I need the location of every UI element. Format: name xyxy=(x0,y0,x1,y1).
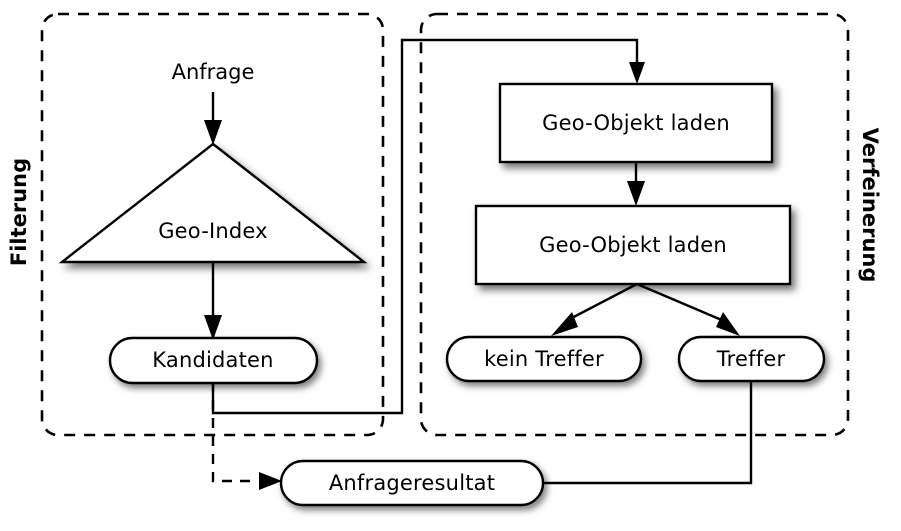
arrowhead-icon xyxy=(716,312,740,336)
node-geo-index[interactable]: Geo-Index xyxy=(58,142,368,264)
arrowhead-icon xyxy=(551,312,578,336)
group-verfeinerung: Verfeinerung xyxy=(419,12,882,437)
node-kein-treffer-shape[interactable] xyxy=(445,335,643,383)
edge-geo-objekt-laden-1-to-2 xyxy=(627,162,645,206)
node-anfrage: Anfrage xyxy=(172,60,255,84)
node-anfrage-label: Anfrage xyxy=(172,60,255,84)
node-geo-index-shape[interactable] xyxy=(58,142,368,264)
node-treffer-shape[interactable] xyxy=(677,335,826,383)
arrowhead-icon xyxy=(204,120,222,145)
node-treffer-label: Treffer xyxy=(716,347,786,371)
group-verfeinerung-border xyxy=(419,12,850,437)
arrowhead-icon xyxy=(259,472,282,490)
node-geo-objekt-laden-2-shape[interactable] xyxy=(474,204,792,286)
node-kandidaten-shape[interactable] xyxy=(108,336,319,385)
edge-geo-objekt-laden-2-to-treffer xyxy=(636,282,740,336)
arrowhead-icon xyxy=(627,181,645,206)
node-treffer[interactable]: Treffer xyxy=(677,335,826,383)
node-anfrageresultat[interactable]: Anfrageresultat xyxy=(279,459,545,507)
node-geo-index-label: Geo-Index xyxy=(158,219,268,243)
node-geo-objekt-laden-1-shape[interactable] xyxy=(498,82,774,164)
node-anfrageresultat-label: Anfrageresultat xyxy=(329,471,495,495)
node-geo-objekt-laden-2-label: Geo-Objekt laden xyxy=(539,233,727,257)
group-verfeinerung-label: Verfeinerung xyxy=(858,128,882,283)
edge-path xyxy=(565,282,638,323)
node-geo-objekt-laden-2[interactable]: Geo-Objekt laden xyxy=(474,204,792,286)
node-anfrageresultat-shape[interactable] xyxy=(279,459,545,507)
group-filterung-label: Filterung xyxy=(7,158,31,266)
group-filterung: Filterung xyxy=(7,12,385,437)
arrowhead-icon xyxy=(629,62,645,84)
edge-treffer-to-anfrageresultat xyxy=(543,379,753,485)
edge-geo-index-to-kandidaten xyxy=(204,262,222,340)
edge-geo-objekt-laden-2-to-kein-treffer xyxy=(551,282,638,336)
node-kein-treffer[interactable]: kein Treffer xyxy=(445,335,643,383)
edge-kandidaten-to-anfrageresultat xyxy=(211,382,282,490)
group-filterung-border xyxy=(40,12,385,437)
node-kandidaten-label: Kandidaten xyxy=(152,348,273,372)
edge-path xyxy=(543,379,753,485)
node-kein-treffer-label: kein Treffer xyxy=(484,347,604,371)
edge-path xyxy=(636,282,725,323)
node-kandidaten[interactable]: Kandidaten xyxy=(108,336,319,385)
edge-anfrage-to-geo-index xyxy=(204,92,222,145)
arrowhead-icon xyxy=(204,315,222,340)
node-geo-objekt-laden-1-label: Geo-Objekt laden xyxy=(542,111,730,135)
node-geo-objekt-laden-1[interactable]: Geo-Objekt laden xyxy=(498,82,774,164)
edge-path xyxy=(211,382,258,483)
